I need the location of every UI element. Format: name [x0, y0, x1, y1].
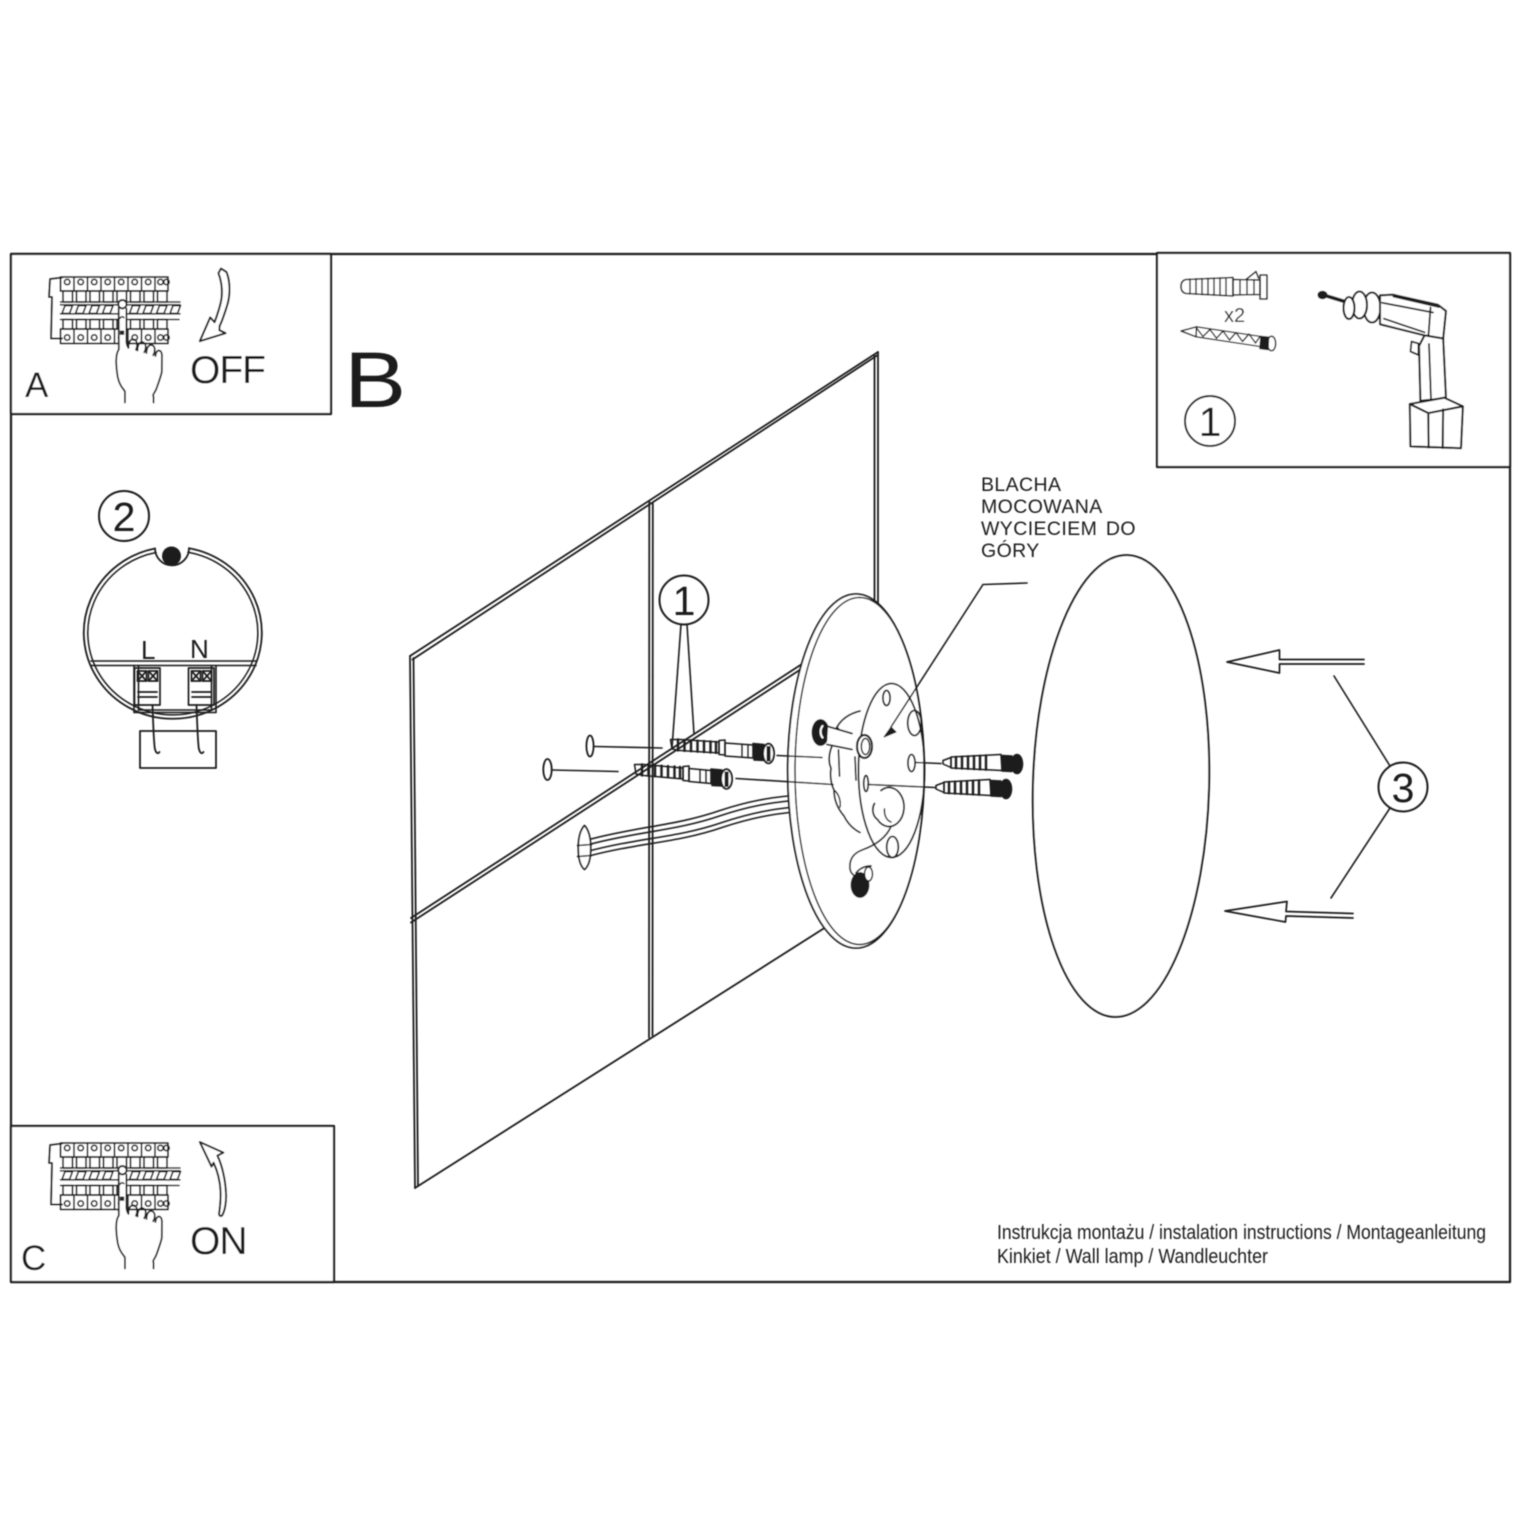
svg-text:BLACHA: BLACHA [981, 474, 1061, 496]
svg-text:3: 3 [1392, 765, 1415, 811]
svg-text:1: 1 [1199, 399, 1222, 445]
svg-text:1: 1 [673, 578, 696, 624]
svg-text:Instrukcja montażu / instalati: Instrukcja montażu / instalation instruc… [997, 1221, 1486, 1244]
svg-text:GÓRY: GÓRY [981, 539, 1040, 562]
svg-text:L: L [141, 635, 155, 665]
svg-text:ON: ON [190, 1220, 247, 1263]
svg-text:B: B [344, 336, 406, 424]
svg-text:A: A [25, 366, 49, 405]
svg-text:N: N [190, 634, 209, 664]
svg-text:C: C [21, 1239, 46, 1278]
svg-text:WYCIECIEM DO: WYCIECIEM DO [981, 518, 1136, 540]
svg-text:OFF: OFF [190, 349, 265, 392]
svg-text:2: 2 [113, 494, 136, 540]
svg-text:MOCOWANA: MOCOWANA [981, 496, 1103, 518]
svg-text:Kinkiet / Wall lamp / Wandleuc: Kinkiet / Wall lamp / Wandleuchter [997, 1245, 1268, 1268]
svg-text:x2: x2 [1224, 305, 1245, 327]
